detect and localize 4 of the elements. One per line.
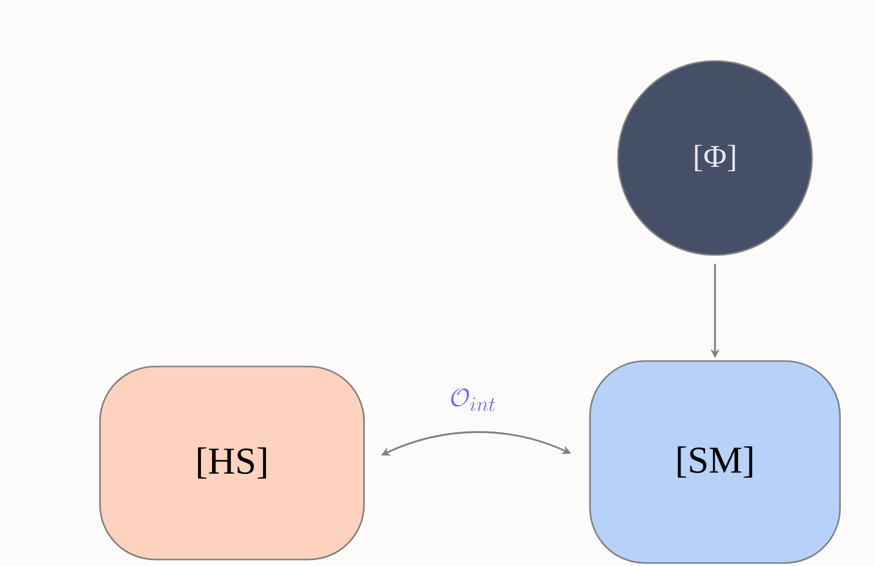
rounded-box: [SM] [589, 360, 841, 564]
edge-label: $\mathcal{O}_{int}$ [451, 388, 496, 412]
rounded-box: [HS] [99, 366, 365, 560]
circle-node: [Φ] [617, 60, 813, 256]
